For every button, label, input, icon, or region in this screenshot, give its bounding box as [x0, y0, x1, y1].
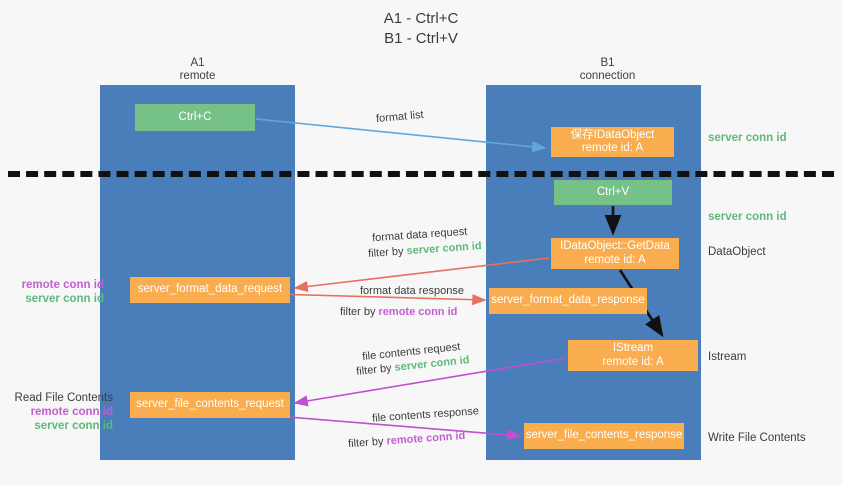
phase-divider [8, 171, 834, 177]
left-label-read-file-contents: Read File Contents remote conn id server… [8, 391, 113, 433]
node-getdata-line1: IDataObject::GetData [560, 240, 670, 252]
node-server-format-data-response[interactable]: server_format_data_response [489, 288, 647, 314]
column-a1-role: remote [179, 70, 216, 82]
title-line-1: A1 - Ctrl+C [383, 10, 459, 27]
node-istream[interactable]: IStream remote id: A [568, 340, 698, 371]
filter-prefix-1: filter by [367, 245, 407, 260]
node-save-idataobject-line2: remote id: A [581, 142, 644, 154]
node-server-file-contents-response[interactable]: server_file_contents_response [524, 423, 684, 449]
node-istream-line2: remote id: A [602, 355, 664, 368]
side-label-istream: Istream [708, 351, 747, 363]
title-line-2: B1 - Ctrl+V [384, 30, 458, 47]
edge-label-format-data-response: format data response [360, 285, 464, 297]
node-save-idataobject-line1: 保存IDataObject [570, 128, 655, 141]
column-b1-name: B1 [600, 57, 615, 69]
node-server-format-data-response-label: server_format_data_response [491, 294, 645, 307]
node-server-file-contents-request-label: server_file_contents_request [136, 398, 284, 411]
left-label-remote-conn-id-1: remote conn id [21, 279, 104, 291]
column-a1-name: A1 [190, 57, 205, 69]
filter-prefix-3: filter by [355, 361, 396, 378]
node-save-idataobject[interactable]: 保存IDataObject remote id: A [551, 127, 674, 157]
side-label-server-conn-id-mid: server conn id [708, 211, 787, 223]
filter-prefix-2: filter by [340, 306, 379, 318]
side-label-dataobject: DataObject [708, 246, 766, 258]
filter-prefix-4: filter by [347, 435, 387, 451]
node-server-format-data-request-label: server_format_data_request [137, 283, 283, 296]
filter-key-remote-conn-id-1: remote conn id [378, 306, 458, 318]
left-label-read-file-contents-title: Read File Contents [14, 392, 113, 404]
left-label-conn-ids: remote conn id server conn id [8, 278, 104, 306]
edge-label-file-contents-response: file contents response [371, 405, 480, 425]
edge-label-format-list: format list [375, 108, 425, 126]
filter-key-server-conn-id-1: server conn id [406, 240, 482, 258]
side-label-server-conn-id-top: server conn id [708, 132, 787, 144]
node-ctrl-v-label: Ctrl+V [596, 185, 630, 198]
column-b1-role: connection [579, 70, 636, 82]
edge-label-format-data-response-filter: filter by remote conn id [340, 305, 457, 319]
filter-key-remote-conn-id-2: remote conn id [386, 429, 466, 448]
node-server-file-contents-request[interactable]: server_file_contents_request [130, 392, 290, 418]
node-ctrl-c[interactable]: Ctrl+C [135, 104, 255, 131]
edge-label-file-contents-response-filter: filter by remote conn id [348, 429, 466, 451]
page-title: A1 - Ctrl+C B1 - Ctrl+V [0, 9, 842, 49]
node-idataobject-getdata[interactable]: IDataObject::GetData remote id: A [551, 238, 679, 269]
column-header-b1: B1 connection [540, 57, 675, 83]
node-istream-line1: IStream [612, 342, 654, 354]
node-ctrl-v[interactable]: Ctrl+V [554, 180, 672, 205]
left-label-server-conn-id-2: server conn id [34, 420, 113, 432]
node-ctrl-c-label: Ctrl+C [178, 110, 212, 123]
left-label-remote-conn-id-2: remote conn id [30, 406, 113, 418]
node-server-format-data-request[interactable]: server_format_data_request [130, 277, 290, 303]
left-label-server-conn-id-1: server conn id [25, 293, 104, 305]
column-header-a1: A1 remote [130, 57, 265, 83]
node-server-file-contents-response-label: server_file_contents_response [525, 429, 683, 442]
node-getdata-line2: remote id: A [584, 253, 646, 266]
side-label-write-file-contents: Write File Contents [708, 432, 806, 444]
